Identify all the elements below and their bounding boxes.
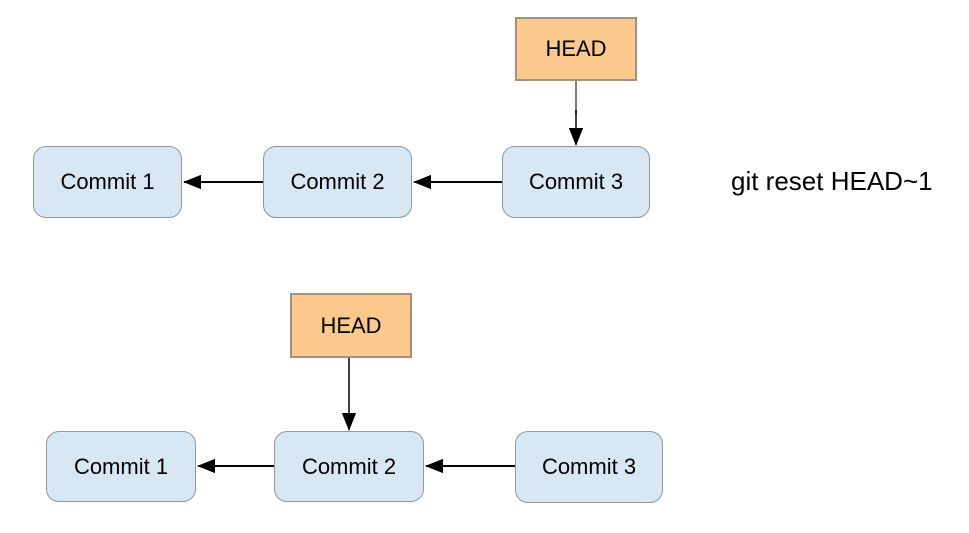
before-head-box: HEAD	[515, 17, 637, 81]
after-commit-1-box: Commit 1	[46, 431, 196, 502]
before-commit-1-box: Commit 1	[33, 146, 182, 218]
before-commit-3-box: Commit 3	[502, 146, 650, 218]
before-commit-2-box: Commit 2	[263, 146, 412, 218]
after-commit-3-box: Commit 3	[515, 431, 663, 503]
after-commit-2-box: Commit 2	[274, 431, 424, 502]
caption-git-reset-command: git reset HEAD~1	[731, 166, 933, 196]
after-head-box: HEAD	[290, 293, 412, 358]
